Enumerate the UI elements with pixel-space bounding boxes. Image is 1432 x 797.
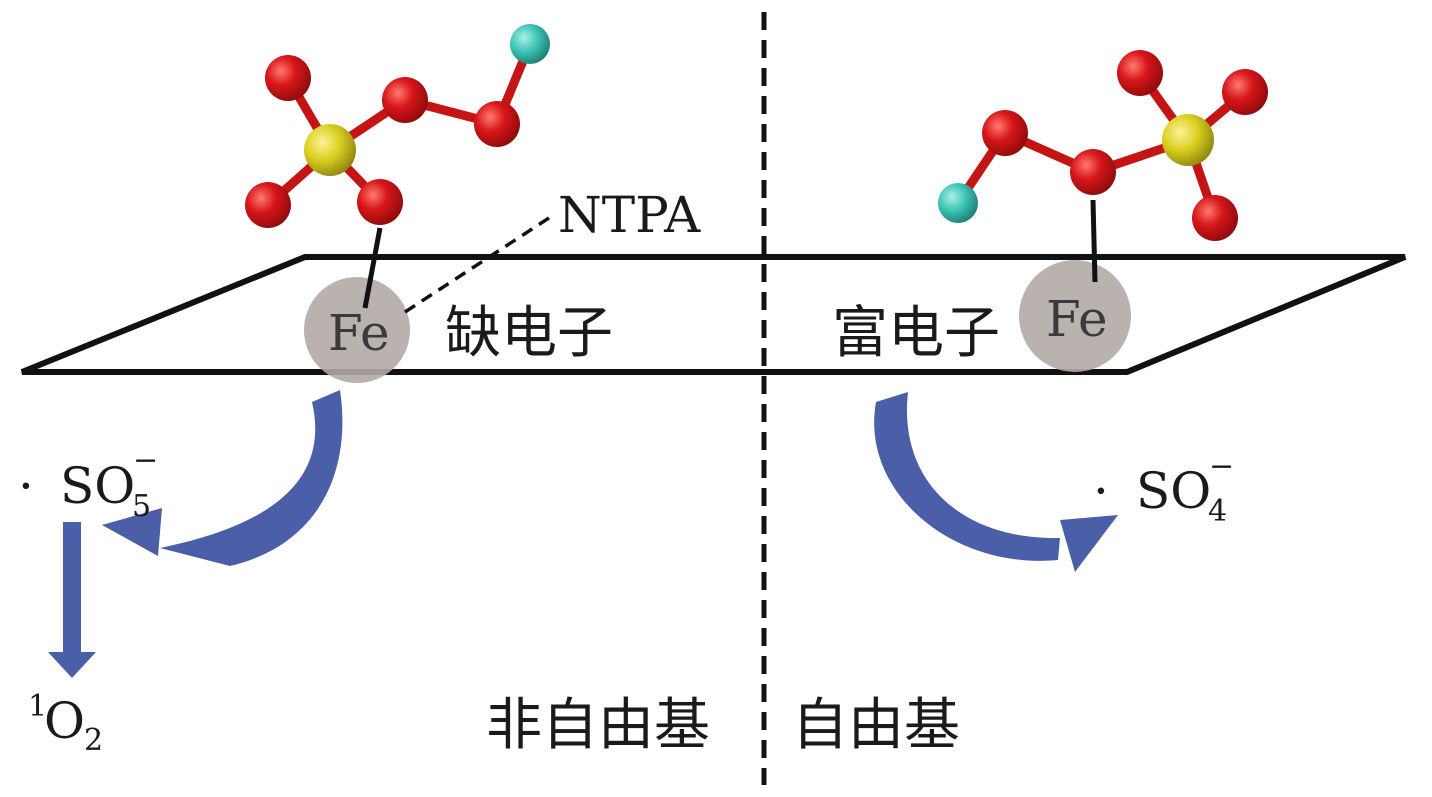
svg-text:·: ·: [18, 457, 34, 515]
so4-radical-label: · SO 4 −: [1093, 449, 1234, 529]
sulfur-atom: [304, 124, 356, 176]
curved-arrow-right: [874, 392, 1118, 572]
fe-o-bond-right: [1090, 199, 1098, 283]
svg-text:1: 1: [28, 689, 47, 724]
svg-text:−: −: [133, 443, 158, 478]
svg-text:−: −: [1209, 449, 1234, 484]
oxygen-atom: [357, 179, 403, 225]
ntpa-label: NTPA: [558, 186, 701, 244]
pms-molecule-right: [938, 50, 1268, 241]
fe-label-left: Fe: [328, 304, 390, 362]
so5-radical-label: · SO 5 −: [18, 443, 158, 524]
hydrogen-atom: [510, 24, 550, 64]
oxygen-atom: [1070, 149, 1116, 195]
sulfur-atom: [1162, 114, 1214, 166]
svg-text:O: O: [44, 692, 85, 750]
catalyst-plane: [20, 254, 1407, 375]
svg-text:4: 4: [1208, 494, 1227, 529]
down-arrow: [48, 522, 96, 678]
oxygen-atom: [1192, 195, 1238, 241]
ntpa-pointer-line: [404, 212, 556, 314]
svg-text:2: 2: [84, 723, 103, 758]
fe-circle-right: [1019, 260, 1131, 372]
oxygen-atom: [245, 182, 291, 228]
oxygen-atom: [1222, 69, 1268, 115]
fe-o-bond-left: [362, 227, 383, 309]
fe-label-right: Fe: [1046, 290, 1108, 348]
svg-text:5: 5: [132, 489, 151, 524]
curved-arrow-left: [102, 390, 343, 566]
nonradical-label: 非自由基: [486, 693, 710, 758]
svg-text:SO: SO: [60, 457, 135, 515]
oxygen-atom: [382, 77, 428, 123]
pms-molecule-left: [245, 24, 550, 228]
radical-label: 自由基: [792, 693, 960, 758]
oxygen-atom: [982, 110, 1028, 156]
electron-rich-label: 富电子: [832, 301, 1000, 366]
electron-deficient-label: 缺电子: [445, 301, 613, 366]
fe-circle-left: [304, 277, 410, 383]
oxygen-atom: [265, 55, 311, 101]
oxygen-atom: [474, 101, 520, 147]
hydrogen-atom: [938, 183, 978, 223]
svg-text:·: ·: [1093, 462, 1109, 520]
svg-text:SO: SO: [1136, 462, 1211, 520]
oxygen-atom: [1117, 50, 1163, 96]
singlet-oxygen-label: 1 O 2: [28, 689, 103, 758]
